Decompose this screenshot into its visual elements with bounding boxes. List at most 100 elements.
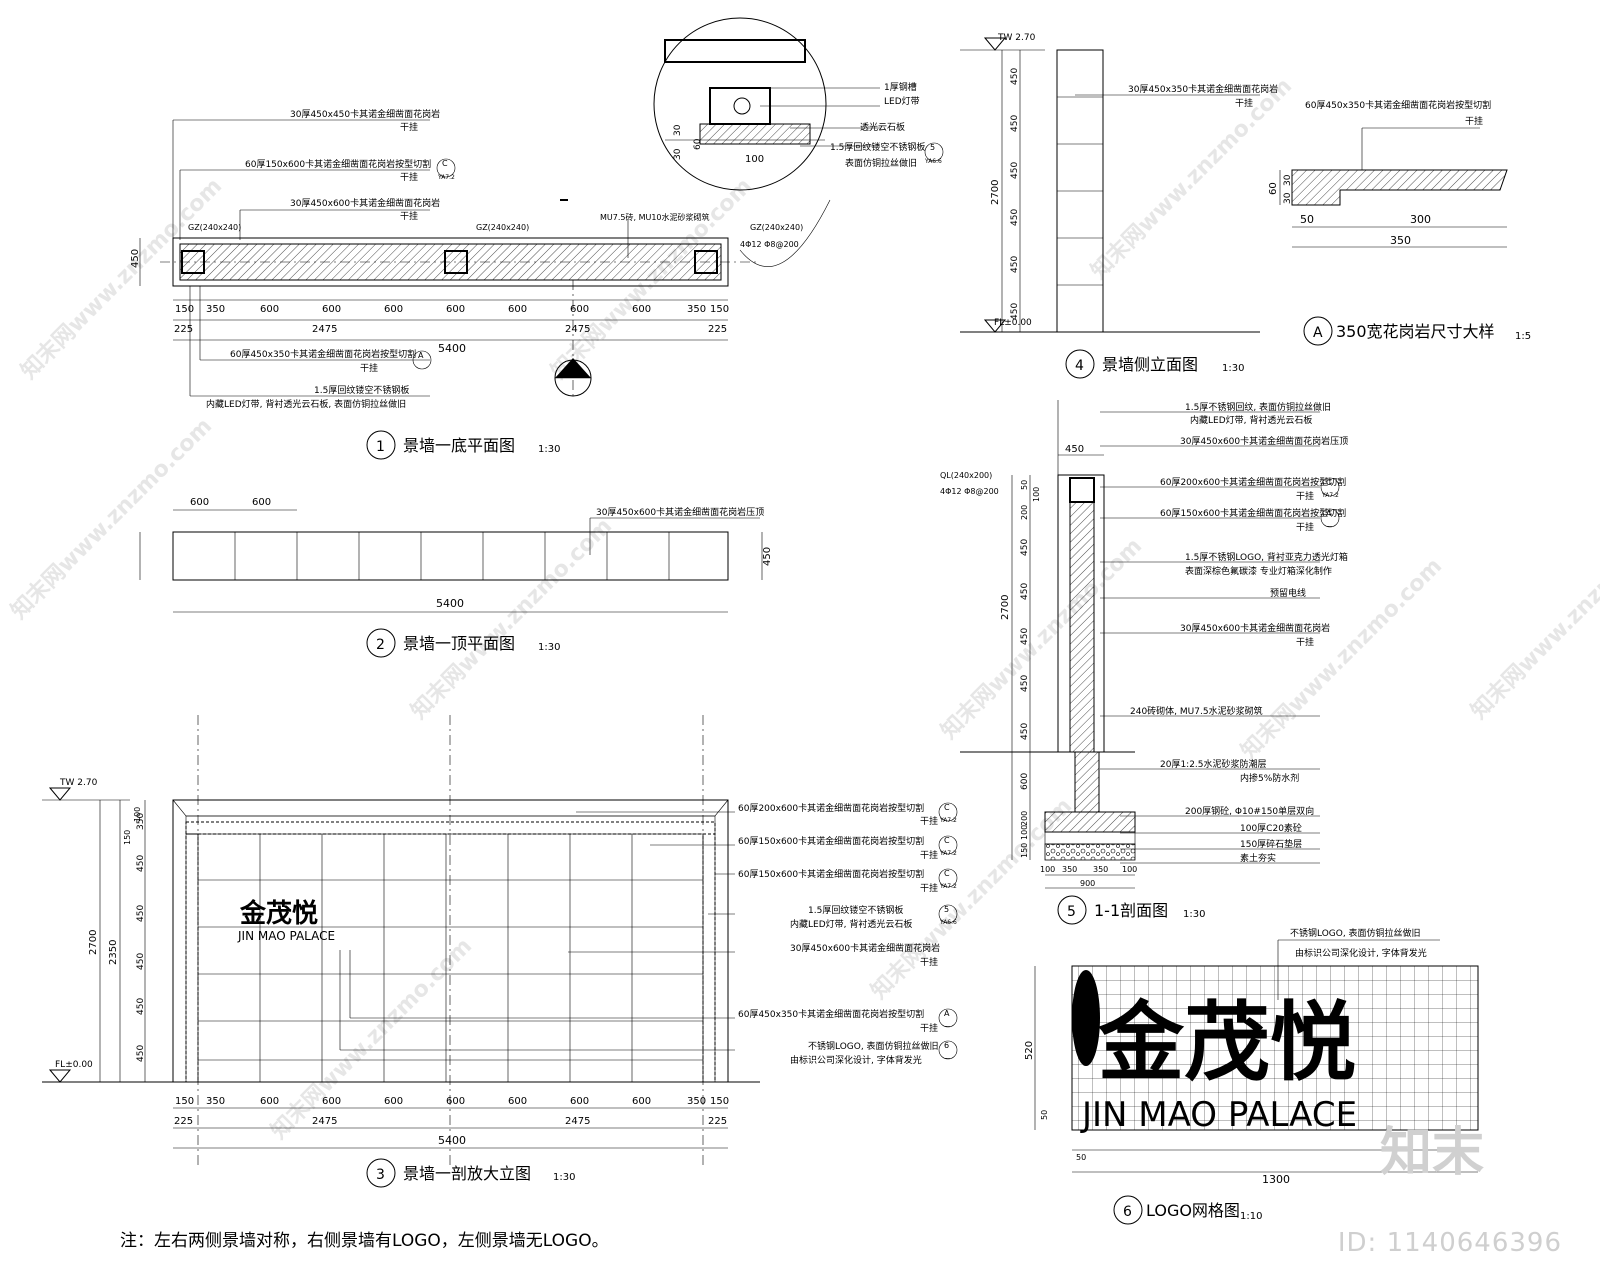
plan1-note-2: 60厚150x600卡其诺金细凿面花岗岩按型切割 [245,158,431,170]
title-3-scale: 1:30 [553,1172,575,1183]
svg-text:100: 100 [1032,487,1041,502]
elev-vtot-1: 2700 [88,930,99,955]
svg-text:2475: 2475 [312,1116,337,1127]
detail-a-w1: 50 [1300,213,1314,226]
plan2-note: 30厚450x600卡其诺金细凿面花岗岩压顶 [596,506,764,518]
svg-text:150: 150 [1020,843,1029,858]
watermark: 知末网www.znzmo.com [1466,513,1600,724]
title-1-num: 1 [376,439,385,455]
plan1-dims-top: 150 350 600 600 600 600 600 600 600 350 … [175,304,729,315]
svg-text:450: 450 [136,1045,146,1062]
title-4-name: 景墙侧立面图 [1102,355,1198,374]
svg-text:450: 450 [1010,115,1020,132]
logo-cell-v: 50 [1040,1110,1049,1120]
svg-text:50: 50 [1020,480,1029,490]
footer-note: 注：左右两侧景墙对称，右侧景墙有LOGO，左侧景墙无LOGO。 [120,1231,609,1251]
svg-text:5: 5 [944,905,949,914]
svg-text:A: A [1326,509,1332,518]
detail-dim-1: 30 [673,124,683,136]
svg-text:600: 600 [322,1096,341,1107]
gz-mid-label: GZ(240x240) [476,223,529,232]
sec-vtot: 2700 [1000,595,1011,620]
detail-note-3: 透光云石板 [860,121,905,133]
title-6-num: 6 [1123,1204,1132,1220]
sec-note-10: 200厚钢砼, Φ10#150单层双向 [1185,805,1314,817]
svg-text:600: 600 [384,304,403,315]
plan1-note-5: 1.5厚回纹镂空不锈钢板 [314,384,409,396]
side-vdims: 450 450 450 450 450 450 [1010,68,1020,320]
svg-text:150: 150 [175,1096,194,1107]
image-id: ID: 1140646396 [1337,1228,1562,1258]
title-2-num: 2 [376,637,385,653]
svg-text:350: 350 [206,304,225,315]
title-3-num: 3 [376,1167,385,1183]
watermark: 知末网www.znzmo.com [1236,553,1447,764]
title-5-name: 1-1剖面图 [1094,901,1168,920]
detail-a-wtot: 350 [1390,234,1411,247]
sec-note-7b: 干挂 [1296,636,1314,648]
elev-vdims: 350 100 150 450 450 450 450 450 [123,807,146,1062]
sec-note-4b: 干挂 [1296,521,1314,533]
plan1-brick: MU7.5砖, MU10水泥砂浆砌筑 [600,212,710,222]
svg-text:100: 100 [1040,865,1055,874]
detail-dim-4: 100 [745,154,764,165]
plan2-total: 5400 [436,597,464,610]
svg-text:350: 350 [136,813,146,830]
section-mark: 6 [567,367,572,376]
watermark: 知末网www.znzmo.com [936,533,1147,744]
sec-note-3b: 干挂 [1296,490,1314,502]
svg-text:350: 350 [1093,865,1108,874]
svg-text:600: 600 [570,1096,589,1107]
title-a-scale: 1:5 [1515,331,1531,342]
svg-text:450: 450 [1020,628,1030,645]
elev-fl: FL±0.00 [55,1060,93,1070]
title-5-scale: 1:30 [1183,909,1205,920]
sec-note-13: 素土夯实 [1240,852,1276,864]
plan-bottom-drawing [139,119,831,400]
title-a-name: 350宽花岗岩尺寸大样 [1336,322,1495,341]
svg-text:600: 600 [260,1096,279,1107]
detail-dim-2: 60 [693,138,703,150]
detail-circle [653,17,827,191]
brand-logo: 知末 [1380,1123,1484,1183]
gz-left-label: GZ(240x240) [188,223,241,232]
sec-note-1b: 内藏LED灯带, 背衬透光云石板 [1190,414,1312,426]
svg-text:C: C [944,869,950,878]
svg-text:150: 150 [710,304,729,315]
plan1-note-1: 30厚450x450卡其诺金细凿面花岗岩 [290,108,440,120]
svg-text:600: 600 [508,304,527,315]
svg-text:450: 450 [1020,723,1030,740]
title-5-num: 5 [1067,904,1076,920]
elev-note-3: 60厚150x600卡其诺金细凿面花岗岩按型切割 [738,868,924,880]
plan1-note-2b: 干挂 [400,171,418,183]
svg-text:YA6.6: YA6.6 [939,919,957,926]
elev-note-4: 1.5厚回纹镂空不锈钢板 [808,904,903,916]
elev-dims-mid: 225 2475 2475 225 [174,1116,727,1127]
sec-bdims: 100 350 350 100 [1040,865,1137,874]
detail-dim-3: 30 [673,148,683,160]
elev-gua-2: 干挂 [920,849,938,861]
plan-top-drawing [139,509,763,613]
elev-logo-en: JIN MAO PALACE [237,929,335,943]
svg-text:350: 350 [206,1096,225,1107]
title-2-scale: 1:30 [538,642,560,653]
svg-text:450: 450 [136,998,146,1015]
section-drawing [960,400,1320,889]
svg-text:450: 450 [1010,162,1020,179]
gz-right-label: GZ(240x240) [750,223,803,232]
svg-text:600: 600 [1020,773,1030,790]
detail-a-h2: 30 [1283,174,1293,186]
detail-note-2: LED灯带 [884,96,920,107]
elev-total: 5400 [438,1134,466,1147]
sec-ql: QL(240x200) [940,471,992,480]
svg-text:C: C [944,836,950,845]
svg-text:2475: 2475 [312,324,337,335]
sec-note-1: 1.5厚不锈钢回纹, 表面仿铜拉丝做旧 [1185,401,1331,413]
sec-note-2: 30厚450x600卡其诺金细凿面花岗岩压顶 [1180,435,1348,447]
detail-note-1: 1厚钢槽 [884,81,917,93]
ref-c-label: C [442,159,448,168]
watermark: 知末网www.znzmo.com [266,933,477,1144]
plan1-note-1b: 干挂 [400,121,418,133]
svg-text:450: 450 [1020,583,1030,600]
